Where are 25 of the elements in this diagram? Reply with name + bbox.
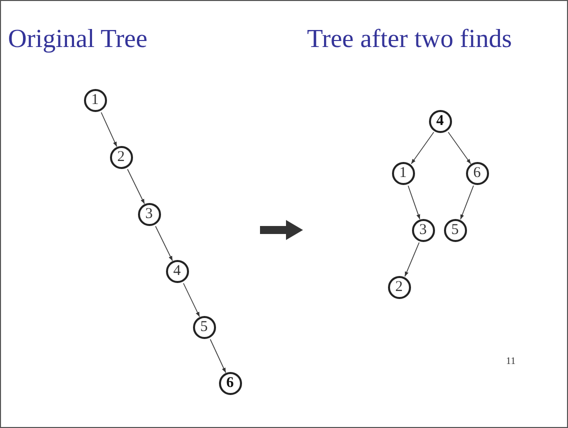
arrow <box>127 168 145 204</box>
tree-node-circle: 4 <box>166 260 188 282</box>
tree-node-circle: 1 <box>392 162 414 184</box>
arrow <box>404 242 420 277</box>
arrow <box>460 185 474 220</box>
tree-node-circle: 3 <box>412 218 434 242</box>
tree-node-circle: 6 <box>218 372 242 394</box>
arrow <box>408 185 420 220</box>
tree-node-circle: 1 <box>84 88 106 112</box>
tree-node-circle: 6 <box>466 162 488 184</box>
arrow <box>210 338 226 374</box>
arrow <box>183 282 200 318</box>
arrow <box>155 226 173 262</box>
arrow <box>448 132 472 164</box>
tree-node-circle: 2 <box>388 276 410 298</box>
tree-node-circle: 3 <box>138 202 160 226</box>
tree-node-circle: 5 <box>444 218 466 242</box>
heading: Tree after two finds <box>307 24 512 54</box>
arrow <box>100 112 118 148</box>
arrow <box>410 132 434 164</box>
page-number: 11 <box>506 356 516 367</box>
tree-node-circle: 2 <box>110 146 132 168</box>
tree-node-circle: 5 <box>192 316 216 338</box>
tree-node-circle: 4 <box>428 110 452 132</box>
heading: Original Tree <box>8 24 148 54</box>
